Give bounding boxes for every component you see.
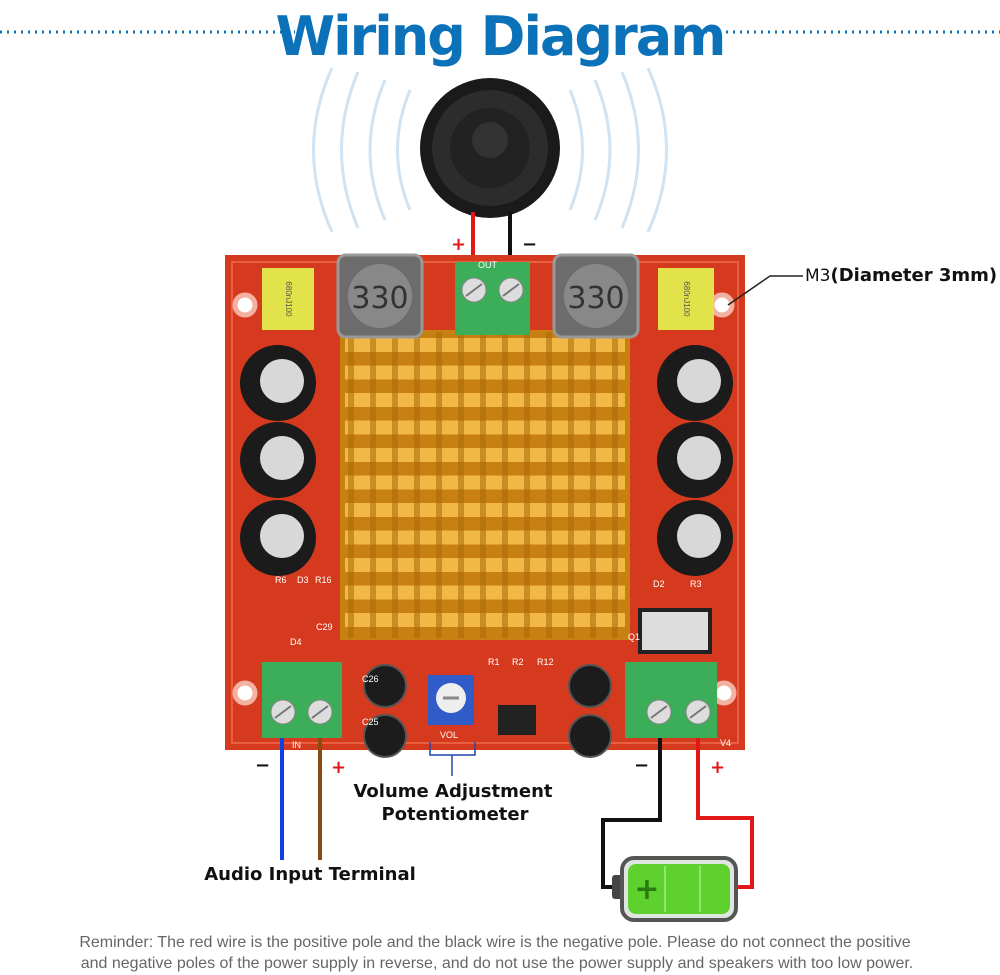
capacitor-top xyxy=(260,436,304,480)
heatsink-slot xyxy=(348,332,354,638)
heatsink-slot xyxy=(612,332,618,638)
silkscreen-label: R2 xyxy=(512,657,524,667)
silkscreen-label: D2 xyxy=(653,579,665,589)
svg-text:680nJ100: 680nJ100 xyxy=(284,281,293,317)
silkscreen-label: R1 xyxy=(488,657,500,667)
heatsink xyxy=(340,330,630,640)
transistor-q1 xyxy=(638,608,712,654)
silkscreen-label: Q1 xyxy=(628,632,640,642)
capacitor-top xyxy=(260,514,304,558)
small-capacitors xyxy=(363,664,612,758)
speaker-output-terminal[interactable]: OUT xyxy=(455,260,530,335)
film-capacitor-left: 680nJ100 xyxy=(262,268,314,330)
silkscreen-label: D4 xyxy=(290,637,302,647)
heatsink-slot xyxy=(436,332,442,638)
mounting-holes xyxy=(232,292,737,706)
speaker-icon xyxy=(312,67,668,233)
heatsink-slot xyxy=(414,332,420,638)
silkscreen-label: R16 xyxy=(315,575,332,585)
heatsink-slot xyxy=(568,332,574,638)
heatsink-slot xyxy=(590,332,596,638)
volume-potentiometer[interactable]: VOL xyxy=(428,675,474,740)
power-minus-sign: − xyxy=(634,755,649,776)
heatsink-slot xyxy=(480,332,486,638)
heatsink-slot xyxy=(370,332,376,638)
svg-text:330: 330 xyxy=(567,281,624,316)
capacitor-top xyxy=(677,359,721,403)
silkscreen-label: R3 xyxy=(690,579,702,589)
pot-label-line2: Potentiometer xyxy=(382,804,529,825)
audio-input-label: Audio Input Terminal xyxy=(204,864,416,885)
svg-text:VOL: VOL xyxy=(440,730,458,740)
capacitor-top xyxy=(677,436,721,480)
heatsink-slot xyxy=(524,332,530,638)
svg-text:330: 330 xyxy=(351,281,408,316)
svg-text:OUT: OUT xyxy=(478,260,498,270)
heatsink-slot xyxy=(502,332,508,638)
amplifier-board: 330 330 680nJ100 680nJ100 OUT xyxy=(225,253,745,758)
power-plus-sign: + xyxy=(710,757,725,778)
silkscreen-label: D3 xyxy=(297,575,309,585)
svg-text:V4: V4 xyxy=(720,738,731,748)
pot-label-line1: Volume Adjustment xyxy=(353,781,552,802)
ic-chip xyxy=(498,705,536,735)
heatsink-slot xyxy=(546,332,552,638)
silkscreen-label: R6 xyxy=(275,575,287,585)
mounting-hole-callout-line xyxy=(727,275,803,306)
battery-icon: + xyxy=(612,856,738,922)
speaker-minus-sign: − xyxy=(522,234,537,255)
reminder-line1: Reminder: The red wire is the positive p… xyxy=(79,934,910,951)
mounting-hole-label: M3(Diameter 3mm) xyxy=(805,265,997,286)
electrolytic-capacitors xyxy=(240,345,733,576)
audio-minus-sign: − xyxy=(255,755,270,776)
power-negative-wire xyxy=(601,738,662,889)
heatsink-slot xyxy=(392,332,398,638)
capacitor-top xyxy=(677,514,721,558)
page-title: Wiring Diagram xyxy=(276,5,725,68)
power-positive-wire xyxy=(696,738,754,889)
silkscreen-label: C25 xyxy=(362,717,379,727)
inductor-left: 330 xyxy=(336,253,424,339)
svg-text:680nJ100: 680nJ100 xyxy=(682,281,691,317)
svg-text:+: + xyxy=(634,872,659,907)
audio-plus-sign: + xyxy=(331,757,346,778)
film-capacitor-right: 680nJ100 xyxy=(658,268,714,330)
reminder-line2: and negative poles of the power supply i… xyxy=(81,955,914,972)
inductor-right: 330 xyxy=(552,253,640,339)
silkscreen-label: C26 xyxy=(362,674,379,684)
heatsink-slot xyxy=(458,332,464,638)
capacitor-top xyxy=(260,359,304,403)
power-input-terminal[interactable]: V4 xyxy=(625,662,731,748)
speaker-plus-sign: + xyxy=(451,234,466,255)
silkscreen-label: R12 xyxy=(537,657,554,667)
svg-text:IN: IN xyxy=(292,740,301,750)
silkscreen-label: C29 xyxy=(316,622,333,632)
audio-input-terminal[interactable]: IN xyxy=(262,662,342,750)
